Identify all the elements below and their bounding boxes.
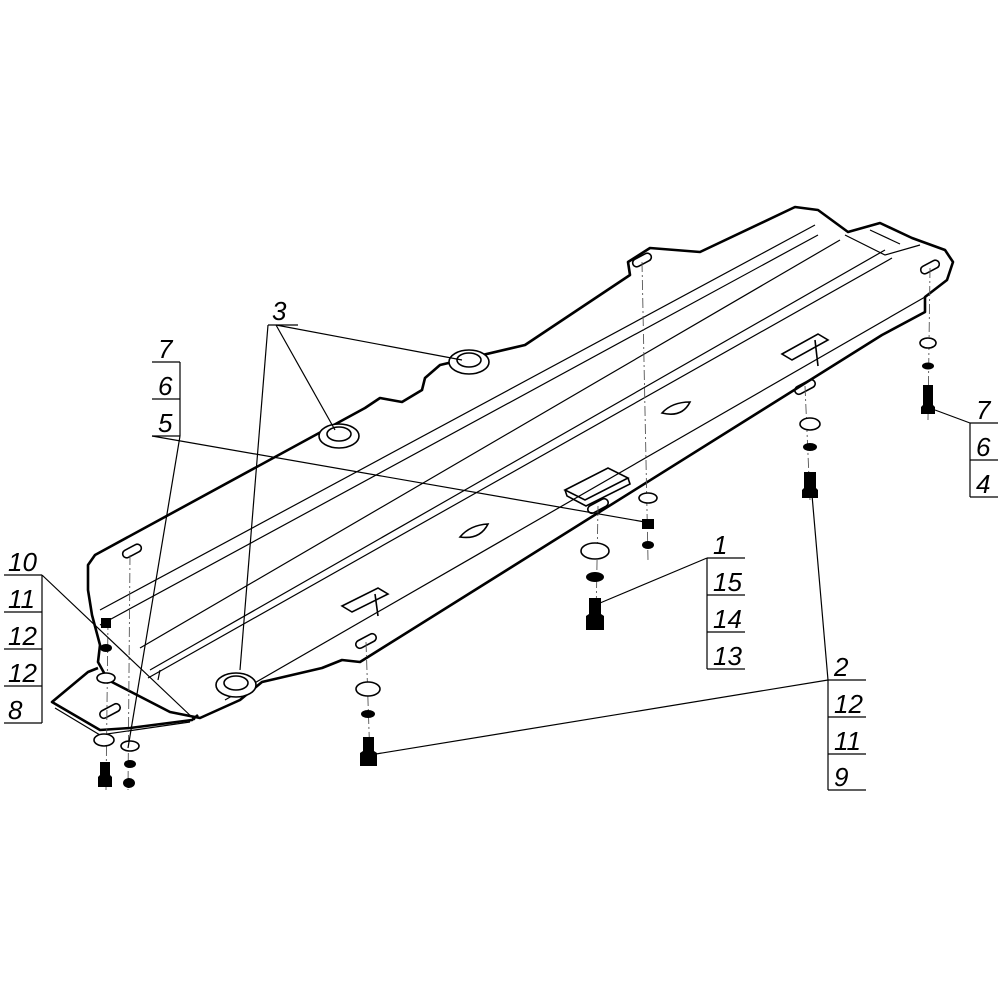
angle-bracket xyxy=(340,587,390,617)
callout-13: 13 xyxy=(713,641,742,671)
callout-right-7: 7 xyxy=(976,395,992,425)
ridge-line xyxy=(147,257,893,679)
grommet xyxy=(215,672,257,698)
callout-left-6: 6 xyxy=(158,371,173,401)
mount-slot xyxy=(794,378,816,396)
callout-left-5: 5 xyxy=(158,408,173,438)
callout-3: 3 xyxy=(272,296,287,326)
bolt xyxy=(802,472,818,498)
ridge-line xyxy=(99,234,819,626)
callout-12b: 12 xyxy=(8,658,37,688)
callout-8: 8 xyxy=(8,695,23,725)
mount-slot xyxy=(587,497,609,515)
callout-right-4: 4 xyxy=(976,469,990,499)
bolt xyxy=(360,737,377,766)
washer xyxy=(799,417,821,431)
mount-slot xyxy=(355,632,377,650)
callout-labels: 3 7 6 5 7 6 4 10 11 12 12 8 1 15 14 13 2… xyxy=(8,296,992,792)
lock-washer xyxy=(803,443,817,451)
angle-bracket xyxy=(780,333,830,367)
nut-plate xyxy=(563,467,630,501)
washer xyxy=(580,542,610,560)
fasteners xyxy=(93,337,937,788)
mount-slot xyxy=(99,702,121,720)
ridge-line xyxy=(844,234,921,256)
lock-washer xyxy=(642,541,654,549)
washer xyxy=(638,492,658,504)
drain-cutout xyxy=(458,523,490,539)
lock-washer xyxy=(586,572,604,582)
washer xyxy=(120,740,140,752)
ridge-line xyxy=(99,224,816,611)
mount-slot xyxy=(121,543,143,559)
mount-slot xyxy=(919,259,941,275)
drain-cutout xyxy=(660,401,692,415)
mount-slot xyxy=(631,252,653,268)
callout-br-11: 11 xyxy=(834,726,861,756)
callout-10: 10 xyxy=(8,547,37,577)
leader-lines xyxy=(4,324,998,791)
ridge-line xyxy=(157,669,161,681)
ridge-line xyxy=(869,229,901,245)
bolt xyxy=(921,385,935,414)
bolt xyxy=(98,762,112,787)
nut xyxy=(642,519,654,529)
callout-12a: 12 xyxy=(8,621,37,651)
callout-right-6: 6 xyxy=(976,432,991,462)
callout-14: 14 xyxy=(713,604,742,634)
lock-washer xyxy=(100,644,112,652)
grommet xyxy=(448,349,490,375)
washer xyxy=(96,672,116,684)
nut xyxy=(101,618,111,628)
skid-plate-outline xyxy=(86,205,955,720)
callout-br-12: 12 xyxy=(834,689,863,719)
ridge-line xyxy=(224,296,926,701)
ridge-line xyxy=(149,249,886,671)
ridge-line xyxy=(139,239,841,649)
nut-plate xyxy=(564,477,631,507)
callout-9: 9 xyxy=(834,762,848,792)
bolt xyxy=(586,598,604,630)
washer xyxy=(93,733,115,747)
skid-plate xyxy=(50,205,955,736)
callout-2: 2 xyxy=(833,652,849,682)
callout-1: 1 xyxy=(713,530,727,560)
washer xyxy=(919,337,937,349)
lock-washer xyxy=(361,710,375,718)
lock-washer xyxy=(124,760,136,768)
skid-plate-flap xyxy=(50,666,199,732)
callout-15: 15 xyxy=(713,567,742,597)
nut xyxy=(123,778,135,788)
callout-11: 11 xyxy=(8,584,35,614)
callout-left-7: 7 xyxy=(158,334,174,364)
grommet xyxy=(318,423,360,449)
washer xyxy=(355,681,381,697)
lock-washer xyxy=(922,362,934,370)
